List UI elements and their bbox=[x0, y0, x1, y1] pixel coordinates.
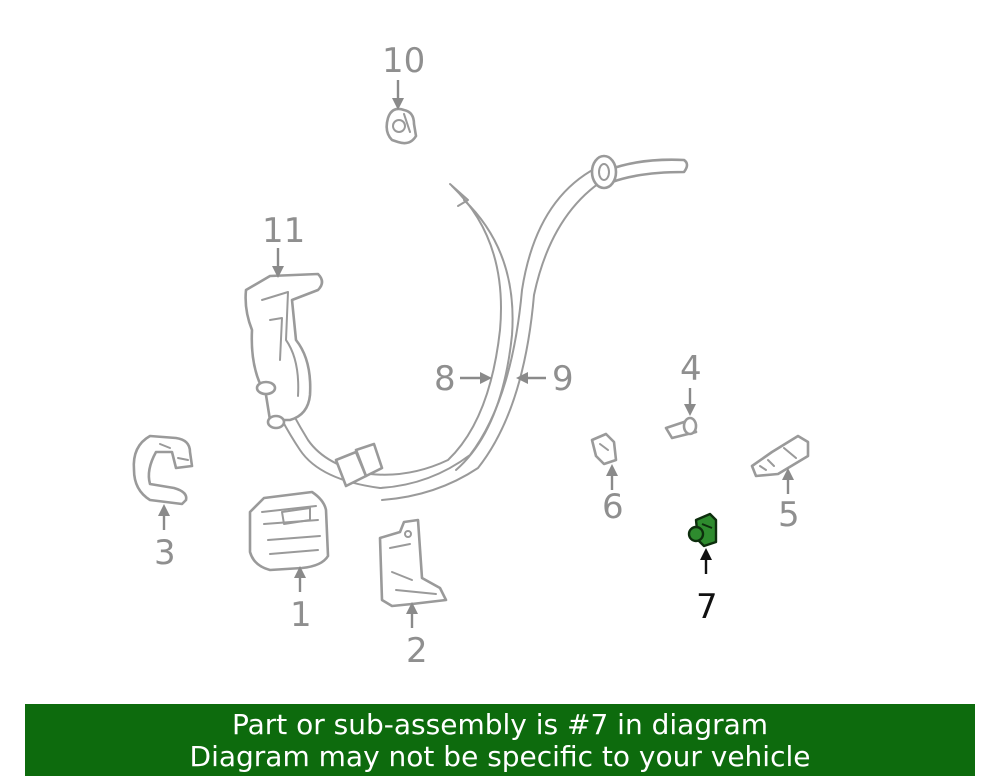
part-6[interactable] bbox=[590, 432, 618, 466]
arrow-5 bbox=[782, 468, 794, 494]
part-7-selected[interactable] bbox=[687, 512, 718, 548]
callout-6[interactable]: 6 bbox=[602, 487, 624, 527]
callout-3[interactable]: 3 bbox=[154, 533, 176, 573]
arrow-10 bbox=[392, 80, 404, 110]
callout-9[interactable]: 9 bbox=[552, 359, 574, 399]
callout-1[interactable]: 1 bbox=[290, 595, 312, 635]
callout-5[interactable]: 5 bbox=[778, 495, 800, 535]
arrow-3 bbox=[158, 504, 170, 530]
callout-10[interactable]: 10 bbox=[382, 41, 425, 81]
part-1[interactable] bbox=[248, 490, 330, 572]
arrow-1 bbox=[294, 566, 306, 592]
part-3[interactable] bbox=[132, 434, 194, 506]
arrow-4 bbox=[684, 388, 696, 416]
callout-7[interactable]: 7 bbox=[696, 587, 718, 627]
callout-4[interactable]: 4 bbox=[680, 349, 702, 389]
arrow-8 bbox=[460, 372, 492, 384]
parts-diagram: 10 8 9 11 bbox=[132, 41, 810, 671]
callout-2[interactable]: 2 bbox=[406, 631, 428, 671]
cable-8-and-9[interactable] bbox=[267, 154, 689, 501]
part-10[interactable] bbox=[385, 107, 418, 145]
part-5[interactable] bbox=[750, 434, 810, 478]
part-4[interactable] bbox=[664, 416, 698, 440]
part-2[interactable] bbox=[378, 518, 448, 608]
callout-8[interactable]: 8 bbox=[434, 359, 456, 399]
arrow-11 bbox=[272, 248, 284, 278]
arrow-9 bbox=[516, 372, 546, 384]
part-11[interactable] bbox=[244, 272, 324, 430]
arrow-7 bbox=[700, 548, 712, 574]
banner-line-2: Diagram may not be specific to your vehi… bbox=[189, 740, 811, 773]
arrow-2 bbox=[406, 602, 418, 628]
banner-line-1: Part or sub-assembly is #7 in diagram bbox=[231, 708, 769, 741]
info-banner: Part or sub-assembly is #7 in diagram Di… bbox=[25, 704, 975, 776]
callout-11[interactable]: 11 bbox=[262, 211, 305, 251]
arrow-6 bbox=[606, 464, 618, 490]
